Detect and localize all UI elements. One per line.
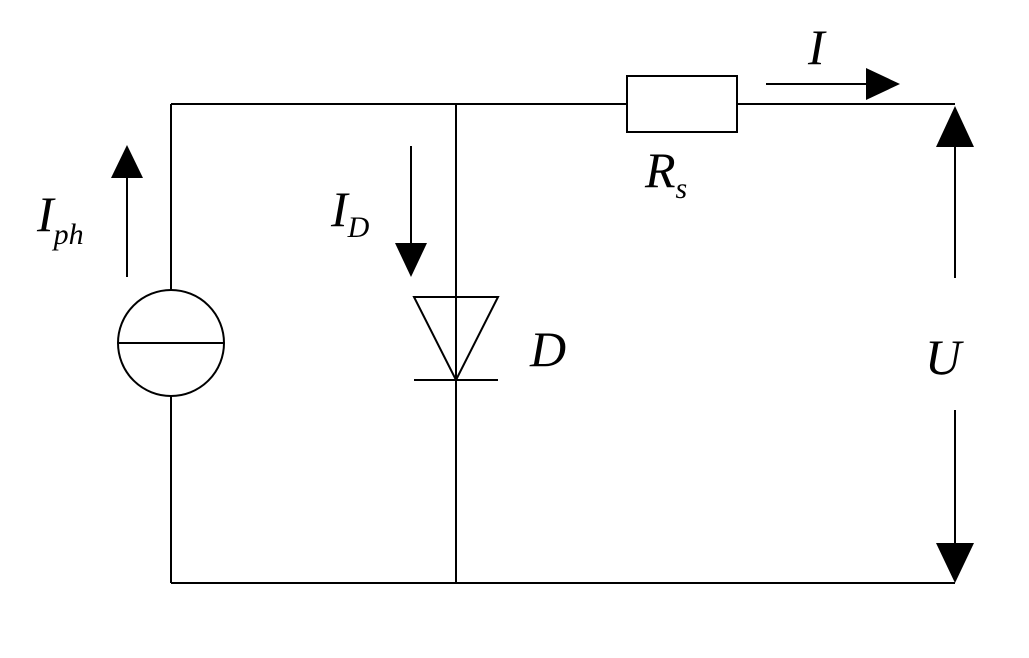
wires — [170, 103, 955, 584]
arrow-up-icon — [111, 145, 143, 178]
arrow-down-icon — [936, 543, 974, 583]
voltage-arrow-top — [936, 106, 974, 278]
photo-current-label-sub: ph — [52, 218, 84, 251]
diode-current-label: ID — [330, 181, 370, 244]
diode-triangle — [412, 296, 500, 383]
diode-label: D — [529, 321, 566, 377]
diode-current-label-sub: D — [347, 211, 370, 244]
photo-current-label-main: I — [36, 186, 56, 242]
arrow-right-icon — [866, 68, 900, 100]
output-current-arrow — [766, 68, 900, 100]
diode-current-arrow — [395, 146, 427, 277]
diode-symbol — [412, 296, 500, 383]
output-current-label: I — [807, 19, 827, 75]
output-voltage-label: U — [925, 329, 964, 385]
series-resistor-label-sub: s — [676, 172, 688, 205]
photo-current-arrow — [111, 145, 143, 277]
series-resistor — [626, 75, 738, 133]
arrow-up-icon — [936, 106, 974, 147]
current-source — [117, 289, 225, 397]
photo-current-label: Iph — [36, 186, 84, 251]
voltage-arrow-bottom — [936, 410, 974, 583]
series-resistor-label: Rs — [644, 142, 687, 205]
series-resistor-label-main: R — [644, 142, 676, 198]
diode-current-label-main: I — [330, 181, 350, 237]
arrow-down-icon — [395, 243, 427, 277]
